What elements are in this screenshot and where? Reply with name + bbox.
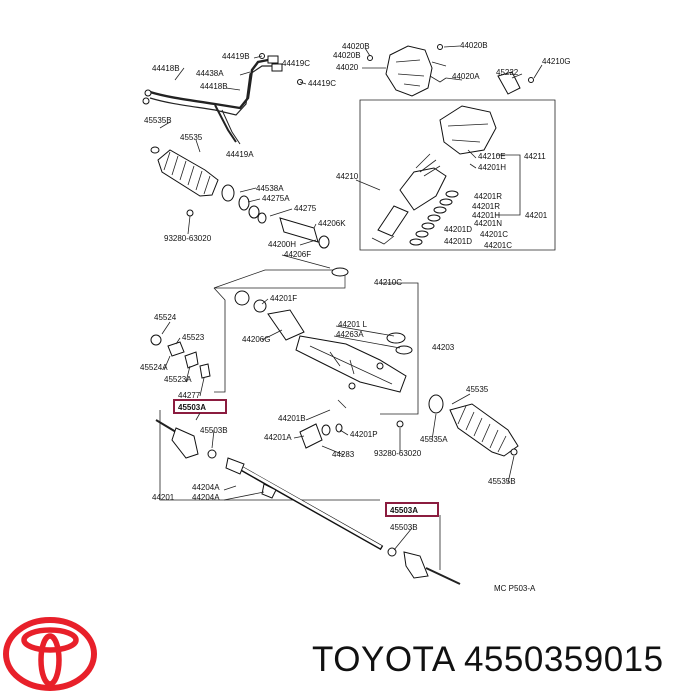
- label: 44419C: [282, 59, 310, 68]
- label: 44206G: [242, 335, 270, 344]
- label: 44201H: [472, 211, 500, 220]
- label: 45503A: [390, 506, 418, 515]
- label: 44201C: [480, 230, 508, 239]
- label: 44438A: [196, 69, 224, 78]
- label: 44201N: [474, 219, 502, 228]
- label: 44201D: [444, 225, 472, 234]
- tie-rod-end-right: [387, 547, 461, 585]
- label: 44020B: [333, 51, 361, 60]
- label: 44275: [294, 204, 317, 213]
- control-valve: [367, 44, 534, 97]
- label: 44020A: [452, 72, 480, 81]
- label: 44020B: [460, 41, 488, 50]
- brand-part-number: TOYOTA 4550359015: [312, 640, 664, 679]
- label: 44201R: [472, 202, 500, 211]
- label: 44020: [336, 63, 359, 72]
- label: 45535A: [420, 435, 448, 444]
- label: 44275A: [262, 194, 290, 203]
- mid-rings: [186, 184, 349, 313]
- label: 44538A: [256, 184, 284, 193]
- label: 44204A: [192, 483, 220, 492]
- lower-parts: [299, 399, 347, 449]
- label: 93280-63020: [164, 234, 212, 243]
- tie-rod-nut-parts: [150, 334, 211, 379]
- highlight-box-45503a-right: [385, 502, 439, 517]
- label: 45524A: [140, 363, 168, 372]
- label: 44203: [432, 343, 455, 352]
- label: 44020B: [342, 42, 370, 51]
- label: 44210: [336, 172, 359, 181]
- label: 44277: [178, 391, 201, 400]
- tie-rod-end-left: [155, 419, 217, 459]
- rack-housing: [267, 309, 413, 393]
- leader-lines: [159, 45, 543, 551]
- label: 44210E: [478, 152, 506, 161]
- label: 44418B: [200, 82, 228, 91]
- label: 44201C: [484, 241, 512, 250]
- label: 45523A: [164, 375, 192, 384]
- label: 45503A: [178, 403, 206, 412]
- pinion-assembly: [371, 105, 497, 246]
- label: 44201A: [264, 433, 292, 442]
- label: 44263A: [336, 330, 364, 339]
- label: 44201D: [444, 237, 472, 246]
- label: 44201H: [478, 163, 506, 172]
- label: 45503B: [390, 523, 418, 532]
- label: 44206F: [284, 250, 311, 259]
- label: 44201: [525, 211, 548, 220]
- label: 44419C: [308, 79, 336, 88]
- label: 45523: [182, 333, 205, 342]
- label: 44201 L: [338, 320, 367, 329]
- label: 44419B: [222, 52, 250, 61]
- boot-right: [396, 394, 519, 457]
- label: 44419A: [226, 150, 254, 159]
- label: MC P503-A: [494, 584, 536, 593]
- label: 45222: [496, 68, 519, 77]
- label: 45535B: [144, 116, 172, 125]
- toyota-logo-icon: [3, 617, 97, 691]
- exploded-view: 44419B 44419C 44418B 44438A 44418B 44419…: [140, 41, 570, 593]
- boot-left: [150, 146, 219, 197]
- seal-stack: [409, 190, 459, 246]
- label: 44201B: [278, 414, 306, 423]
- label: 44206K: [318, 219, 346, 228]
- label: 44211: [524, 152, 546, 161]
- label: 44201F: [270, 294, 297, 303]
- pressure-tubes: [142, 53, 303, 145]
- label: 45535B: [488, 477, 516, 486]
- label: 44204A: [192, 493, 220, 502]
- callout-brackets: [159, 99, 556, 570]
- label: 44201: [152, 493, 175, 502]
- label: 44201P: [350, 430, 378, 439]
- label: 44201R: [474, 192, 502, 201]
- label: 45535: [180, 133, 203, 142]
- label: 44418B: [152, 64, 180, 73]
- label: 44210C: [374, 278, 402, 287]
- label: 45524: [154, 313, 177, 322]
- label: 44210G: [542, 57, 570, 66]
- part-labels: 44419B 44419C 44418B 44438A 44418B 44419…: [140, 41, 570, 593]
- label: 93280-63020: [374, 449, 422, 458]
- label: 44200H: [268, 240, 296, 249]
- label: 45535: [466, 385, 489, 394]
- rack-bar: [225, 457, 384, 551]
